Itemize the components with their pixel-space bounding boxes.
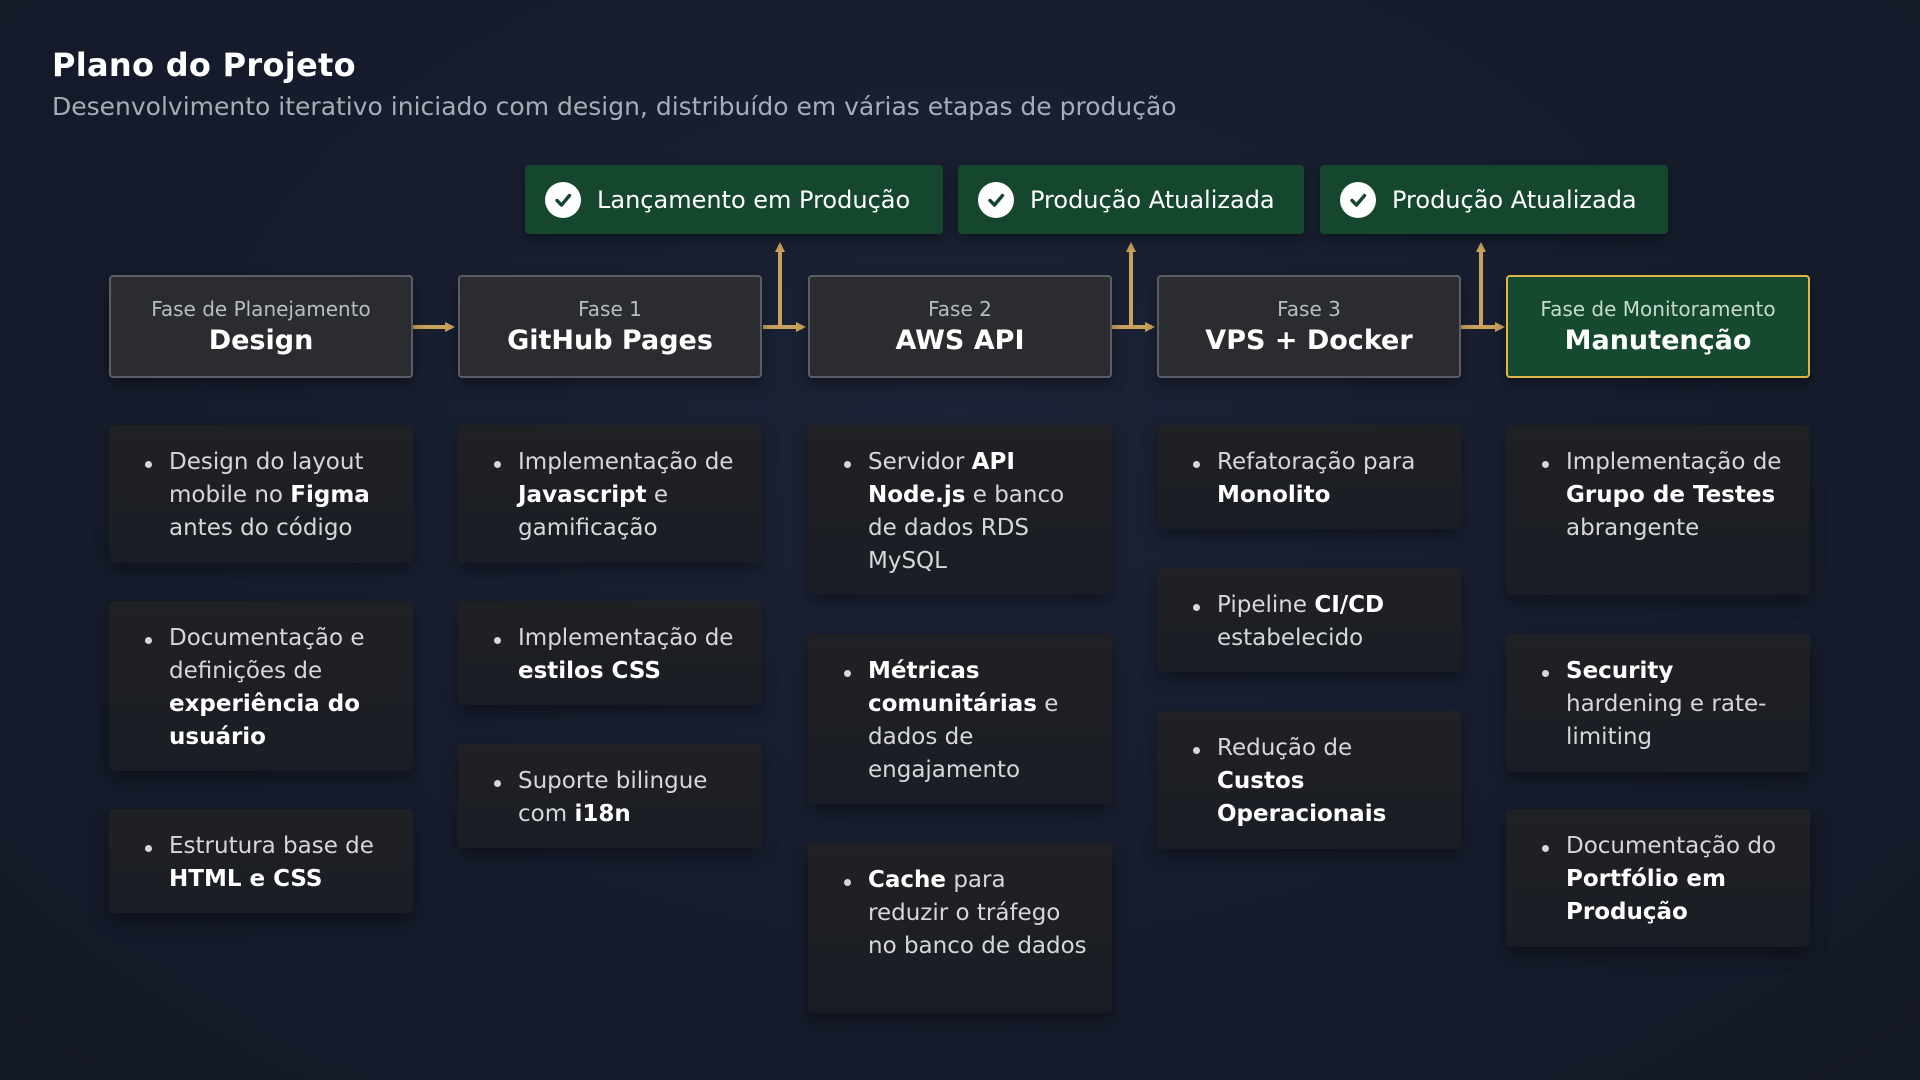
release-label: Produção Atualizada [1030,185,1275,214]
task-card: Implementação de Grupo de Testes abrange… [1506,425,1810,595]
phase-kicker: Fase 2 [928,296,992,321]
check-circle-icon [978,181,1014,218]
phase-kicker: Fase de Planejamento [151,296,371,321]
phase-aws-api: Fase 2 AWS API [808,275,1112,378]
phase-kicker: Fase de Monitoramento [1540,296,1776,321]
phase-design: Fase de Planejamento Design [109,275,413,378]
phase-name: Manutenção [1564,324,1752,356]
check-circle-icon [545,181,581,218]
task-card: Design do layout mobile no Figma antes d… [109,425,413,563]
task-card: Servidor API Node.js e banco de dados RD… [808,425,1112,595]
release-badge-3: Produção Atualizada [1320,165,1668,234]
arrow-github-to-aws [763,245,782,329]
release-label: Lançamento em Produção [597,185,911,214]
task-card: Pipeline CI/CD estabelecido [1157,568,1461,672]
phase-name: Design [208,324,314,356]
release-badge-2: Produção Atualizada [958,165,1304,234]
task-card: Implementação de estilos CSS [458,601,762,705]
task-card: Redução de Custos Operacionais [1157,711,1461,849]
task-card: Security hardening e rate-limiting [1506,634,1810,772]
task-card: Documentação e definições de experiência… [109,601,413,771]
task-card: Documentação do Portfólio em Produção [1506,809,1810,947]
page-title: Plano do Projeto [52,46,356,84]
phase-vps-docker: Fase 3 VPS + Docker [1157,275,1461,378]
task-card: Cache para reduzir o tráfego no banco de… [808,843,1112,1013]
phase-name: AWS API [895,324,1025,356]
phase-name: VPS + Docker [1205,324,1413,356]
page-subtitle: Desenvolvimento iterativo iniciado com d… [52,92,1177,121]
check-circle-icon [1340,181,1376,218]
phase-github-pages: Fase 1 GitHub Pages [458,275,762,378]
task-card: Métricas comunitárias e dados de engajam… [808,634,1112,804]
arrow-vps-to-manutencao [1461,245,1483,329]
task-card: Implementação de Javascript e gamificaçã… [458,425,762,563]
phase-manutencao: Fase de Monitoramento Manutenção [1506,275,1810,378]
task-card: Suporte bilingue com i18n [458,744,762,848]
release-label: Produção Atualizada [1392,185,1637,214]
phase-name: GitHub Pages [507,324,713,356]
phase-kicker: Fase 1 [578,296,642,321]
arrow-aws-to-vps [1112,245,1133,329]
phase-kicker: Fase 3 [1277,296,1341,321]
task-card: Refatoração para Monolito [1157,425,1461,529]
release-badge-1: Lançamento em Produção [525,165,943,234]
task-card: Estrutura base de HTML e CSS [109,809,413,913]
